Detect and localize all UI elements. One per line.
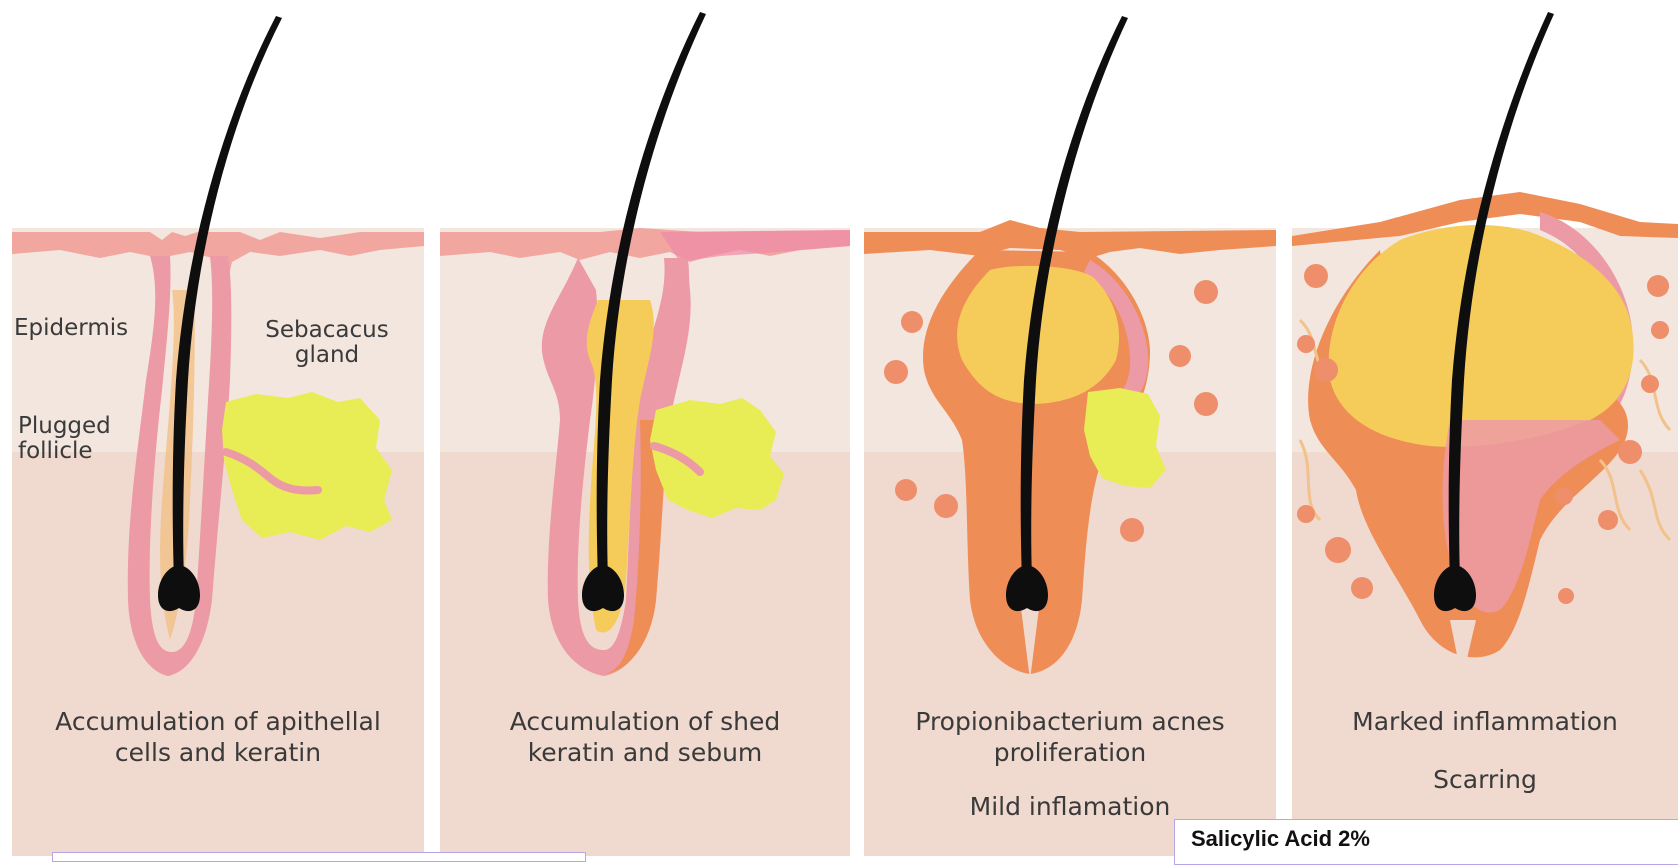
label-plugged-line2: follicle [18, 439, 111, 464]
overlay-box-info: Salicylic Acid 2% [1174, 819, 1678, 865]
bacterium [1598, 510, 1618, 530]
bacterium [1651, 321, 1669, 339]
caption-line2: cells and keratin [12, 737, 424, 768]
bacterium [1194, 280, 1218, 304]
bacterium [1304, 264, 1328, 288]
bacterium [1194, 392, 1218, 416]
bacterium [901, 311, 923, 333]
bacterium [1169, 345, 1191, 367]
caption-stage-2: Accumulation of shed keratin and sebum [440, 706, 850, 768]
note-stage-3: Mild inflamation [864, 791, 1276, 822]
label-sebaceous-gland: Sebacacus gland [252, 318, 402, 368]
bacterium [1314, 358, 1338, 382]
caption-line2: keratin and sebum [440, 737, 850, 768]
bacterium [1325, 537, 1351, 563]
info-box-title: Salicylic Acid 2% [1191, 826, 1370, 852]
bacterium [884, 360, 908, 384]
label-sebaceous-line1: Sebacacus [252, 318, 402, 343]
label-plugged-follicle: Plugged follicle [18, 414, 111, 464]
bacterium [1647, 275, 1669, 297]
bacterium [1297, 335, 1315, 353]
bacterium [1641, 375, 1659, 393]
sebaceous-gland [650, 398, 784, 518]
bacterium [895, 479, 917, 501]
note-stage-4: Scarring [1292, 764, 1678, 795]
label-epidermis: Epidermis [14, 316, 128, 341]
label-plugged-line1: Plugged [18, 414, 111, 439]
caption-line1: Accumulation of apithellal [12, 706, 424, 737]
bacterium [1297, 505, 1315, 523]
caption-stage-1: Accumulation of apithellal cells and ker… [12, 706, 424, 768]
caption-stage-4: Marked inflammation [1292, 706, 1678, 737]
caption-stage-3: Propionibacterium acnes proliferation [864, 706, 1276, 768]
overlay-box-left [52, 852, 586, 862]
caption-line2: proliferation [864, 737, 1276, 768]
caption-line1: Accumulation of shed [440, 706, 850, 737]
bacterium [1351, 577, 1373, 599]
bacterium [1555, 487, 1573, 505]
caption-line1: Propionibacterium acnes [864, 706, 1276, 737]
label-sebaceous-line2: gland [252, 343, 402, 368]
bacterium [1558, 588, 1574, 604]
bacterium [1618, 440, 1642, 464]
bacterium [934, 494, 958, 518]
bacterium [1120, 518, 1144, 542]
